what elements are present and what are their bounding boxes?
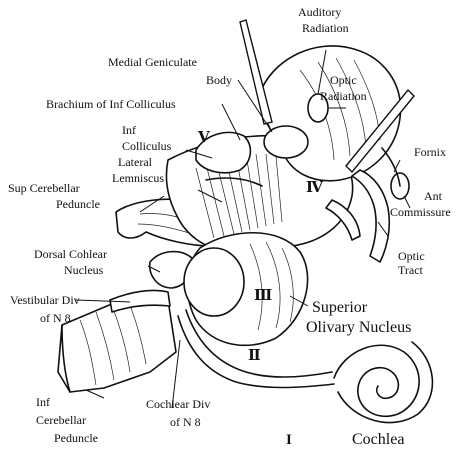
numeral-i: I bbox=[286, 432, 292, 448]
label-sup-cerebellar: Sup Cerebellar bbox=[8, 181, 80, 195]
label-inf-colliculus-2: Colliculus bbox=[122, 139, 172, 153]
label-auditory-radiation-2: Radiation bbox=[302, 21, 349, 35]
label-vestibular-div: Vestibular Div bbox=[10, 293, 80, 307]
label-cochlea: Cochlea bbox=[352, 431, 404, 448]
label-inf-cerebellar-3: Peduncle bbox=[54, 431, 98, 445]
cochlea-spiral bbox=[334, 342, 432, 423]
label-superior-olivary-2: Olivary Nucleus bbox=[306, 319, 411, 336]
label-ant-commissure: Ant bbox=[424, 189, 443, 203]
label-body: Body bbox=[206, 73, 232, 87]
label-ant-commissure-2: Commissure bbox=[390, 205, 451, 219]
numeral-v: Ⅴ bbox=[197, 130, 210, 146]
label-inf-cerebellar: Inf bbox=[36, 395, 50, 409]
label-auditory-radiation: Auditory bbox=[298, 5, 341, 19]
label-optic-radiation: Optic bbox=[330, 73, 357, 87]
numeral-iv: Ⅳ bbox=[306, 180, 324, 196]
label-superior-olivary: Superior bbox=[312, 299, 368, 316]
label-medial-geniculate: Medial Geniculate bbox=[108, 55, 197, 69]
label-lateral-lemniscus: Lateral bbox=[118, 155, 153, 169]
label-cochlear-div-2: of N 8 bbox=[170, 415, 201, 429]
label-brachium: Brachium of Inf Colliculus bbox=[46, 97, 176, 111]
numeral-ii: Ⅱ bbox=[248, 348, 261, 364]
label-lateral-lemniscus-2: Lemniscus bbox=[112, 171, 164, 185]
label-vestibular-div-2: of N 8 bbox=[40, 311, 71, 325]
label-fornix: Fornix bbox=[414, 145, 446, 159]
medial-geniculate-shape bbox=[264, 126, 308, 158]
label-optic-tract-2: Tract bbox=[398, 263, 424, 277]
label-optic-radiation-2: Radiation bbox=[320, 89, 367, 103]
label-sup-cerebellar-2: Peduncle bbox=[56, 197, 100, 211]
label-optic-tract: Optic bbox=[398, 249, 425, 263]
label-dorsal-cochlear-2: Nucleus bbox=[64, 263, 104, 277]
numeral-iii: Ⅲ bbox=[254, 288, 272, 304]
label-cochlear-div: Cochlear Div bbox=[146, 397, 210, 411]
label-inf-colliculus: Inf bbox=[122, 123, 136, 137]
superior-olivary-nucleus-shape bbox=[184, 233, 308, 346]
label-dorsal-cochlear: Dorsal Cohlear bbox=[34, 247, 107, 261]
label-inf-cerebellar-2: Cerebellar bbox=[36, 413, 86, 427]
